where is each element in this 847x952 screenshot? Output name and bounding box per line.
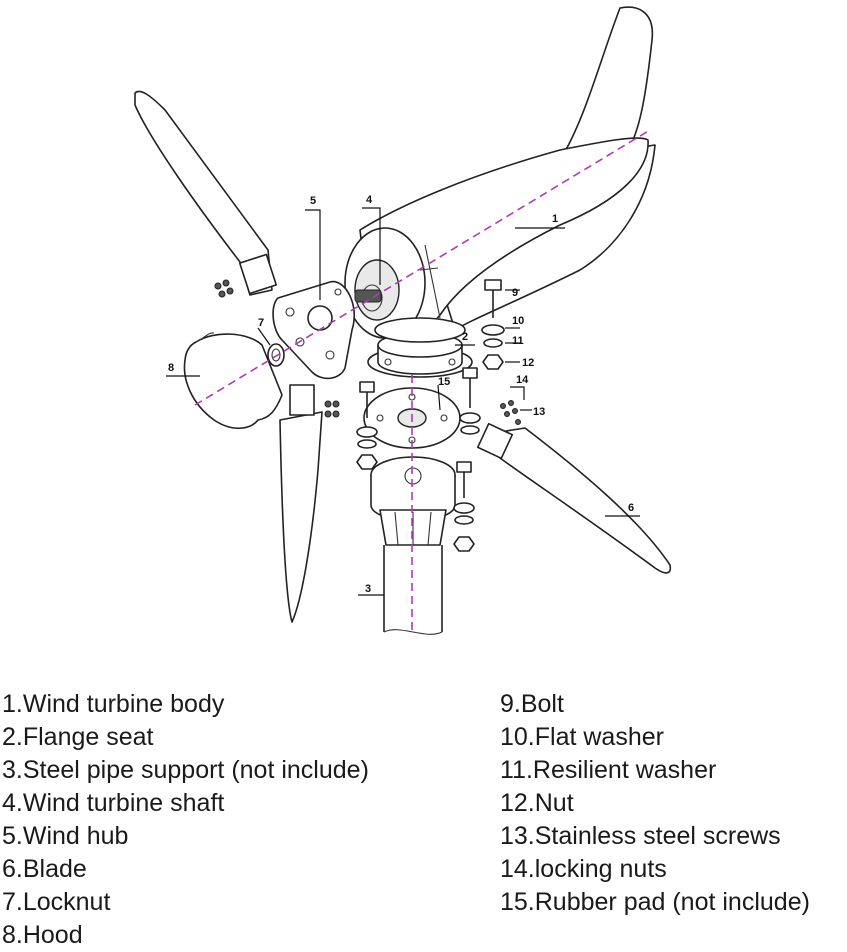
callout-2: 2	[462, 331, 468, 343]
legend-item: 5.Wind hub	[2, 822, 129, 850]
callout-12: 12	[522, 357, 534, 369]
callout-14: 14	[516, 374, 529, 386]
legend-item: 9.Bolt	[500, 690, 564, 718]
legend-item: 8.Hood	[2, 921, 83, 949]
callout-8: 8	[168, 362, 174, 374]
exploded-view-diagram: 1 2 3 4 5 6 7 8 9 10 11 12 13 14 15	[134, 6, 672, 635]
legend-item: 14.locking nuts	[500, 855, 667, 883]
legend-item: 6.Blade	[2, 855, 87, 883]
callout-1: 1	[552, 213, 558, 225]
legend-item: 12.Nut	[500, 789, 574, 817]
legend-item: 11.Resilient washer	[500, 756, 717, 784]
flange-seat	[367, 317, 473, 378]
legend-item: 2.Flange seat	[2, 723, 154, 751]
bolt-washer-nut-set	[481, 279, 505, 370]
small-screws-left	[214, 279, 340, 418]
legend-item: 4.Wind turbine shaft	[2, 789, 225, 817]
hood	[183, 332, 283, 430]
blade-lower	[279, 384, 323, 623]
legend-item: 10.Flat washer	[500, 723, 664, 751]
callout-6: 6	[628, 502, 634, 514]
callout-10: 10	[512, 315, 524, 327]
steel-pipe-support	[370, 456, 456, 635]
legend-item: 1.Wind turbine body	[2, 690, 225, 718]
callout-5: 5	[310, 195, 316, 207]
bolt-stack-right	[459, 367, 481, 435]
callout-3: 3	[365, 583, 371, 595]
legend-item: 15.Rubber pad (not include)	[500, 888, 810, 916]
blade-upper-left	[134, 90, 278, 296]
wind-turbine-shaft	[354, 289, 382, 303]
parts-legend-right: 9.Bolt 10.Flat washer 11.Resilient washe…	[500, 688, 810, 919]
blade-right	[476, 422, 672, 574]
leader-lines	[166, 207, 640, 596]
center-axis-line	[194, 129, 651, 406]
bolt-stack-left	[356, 381, 378, 470]
wind-turbine-body	[344, 6, 656, 339]
callout-15: 15	[438, 376, 450, 388]
bolt-stack-lower	[453, 461, 475, 552]
screws-and-locking-nuts	[500, 400, 521, 425]
legend-item: 13.Stainless steel screws	[500, 822, 781, 850]
locknut	[267, 343, 285, 367]
callout-11: 11	[512, 335, 524, 347]
wind-hub	[272, 280, 355, 380]
callout-9: 9	[512, 287, 518, 299]
callout-13: 13	[533, 406, 545, 418]
parts-legend-left: 1.Wind turbine body 2.Flange seat 3.Stee…	[2, 688, 369, 952]
callout-4: 4	[366, 194, 373, 206]
legend-item: 3.Steel pipe support (not include)	[2, 756, 369, 784]
legend-item: 7.Locknut	[2, 888, 111, 916]
callout-7: 7	[258, 317, 264, 329]
